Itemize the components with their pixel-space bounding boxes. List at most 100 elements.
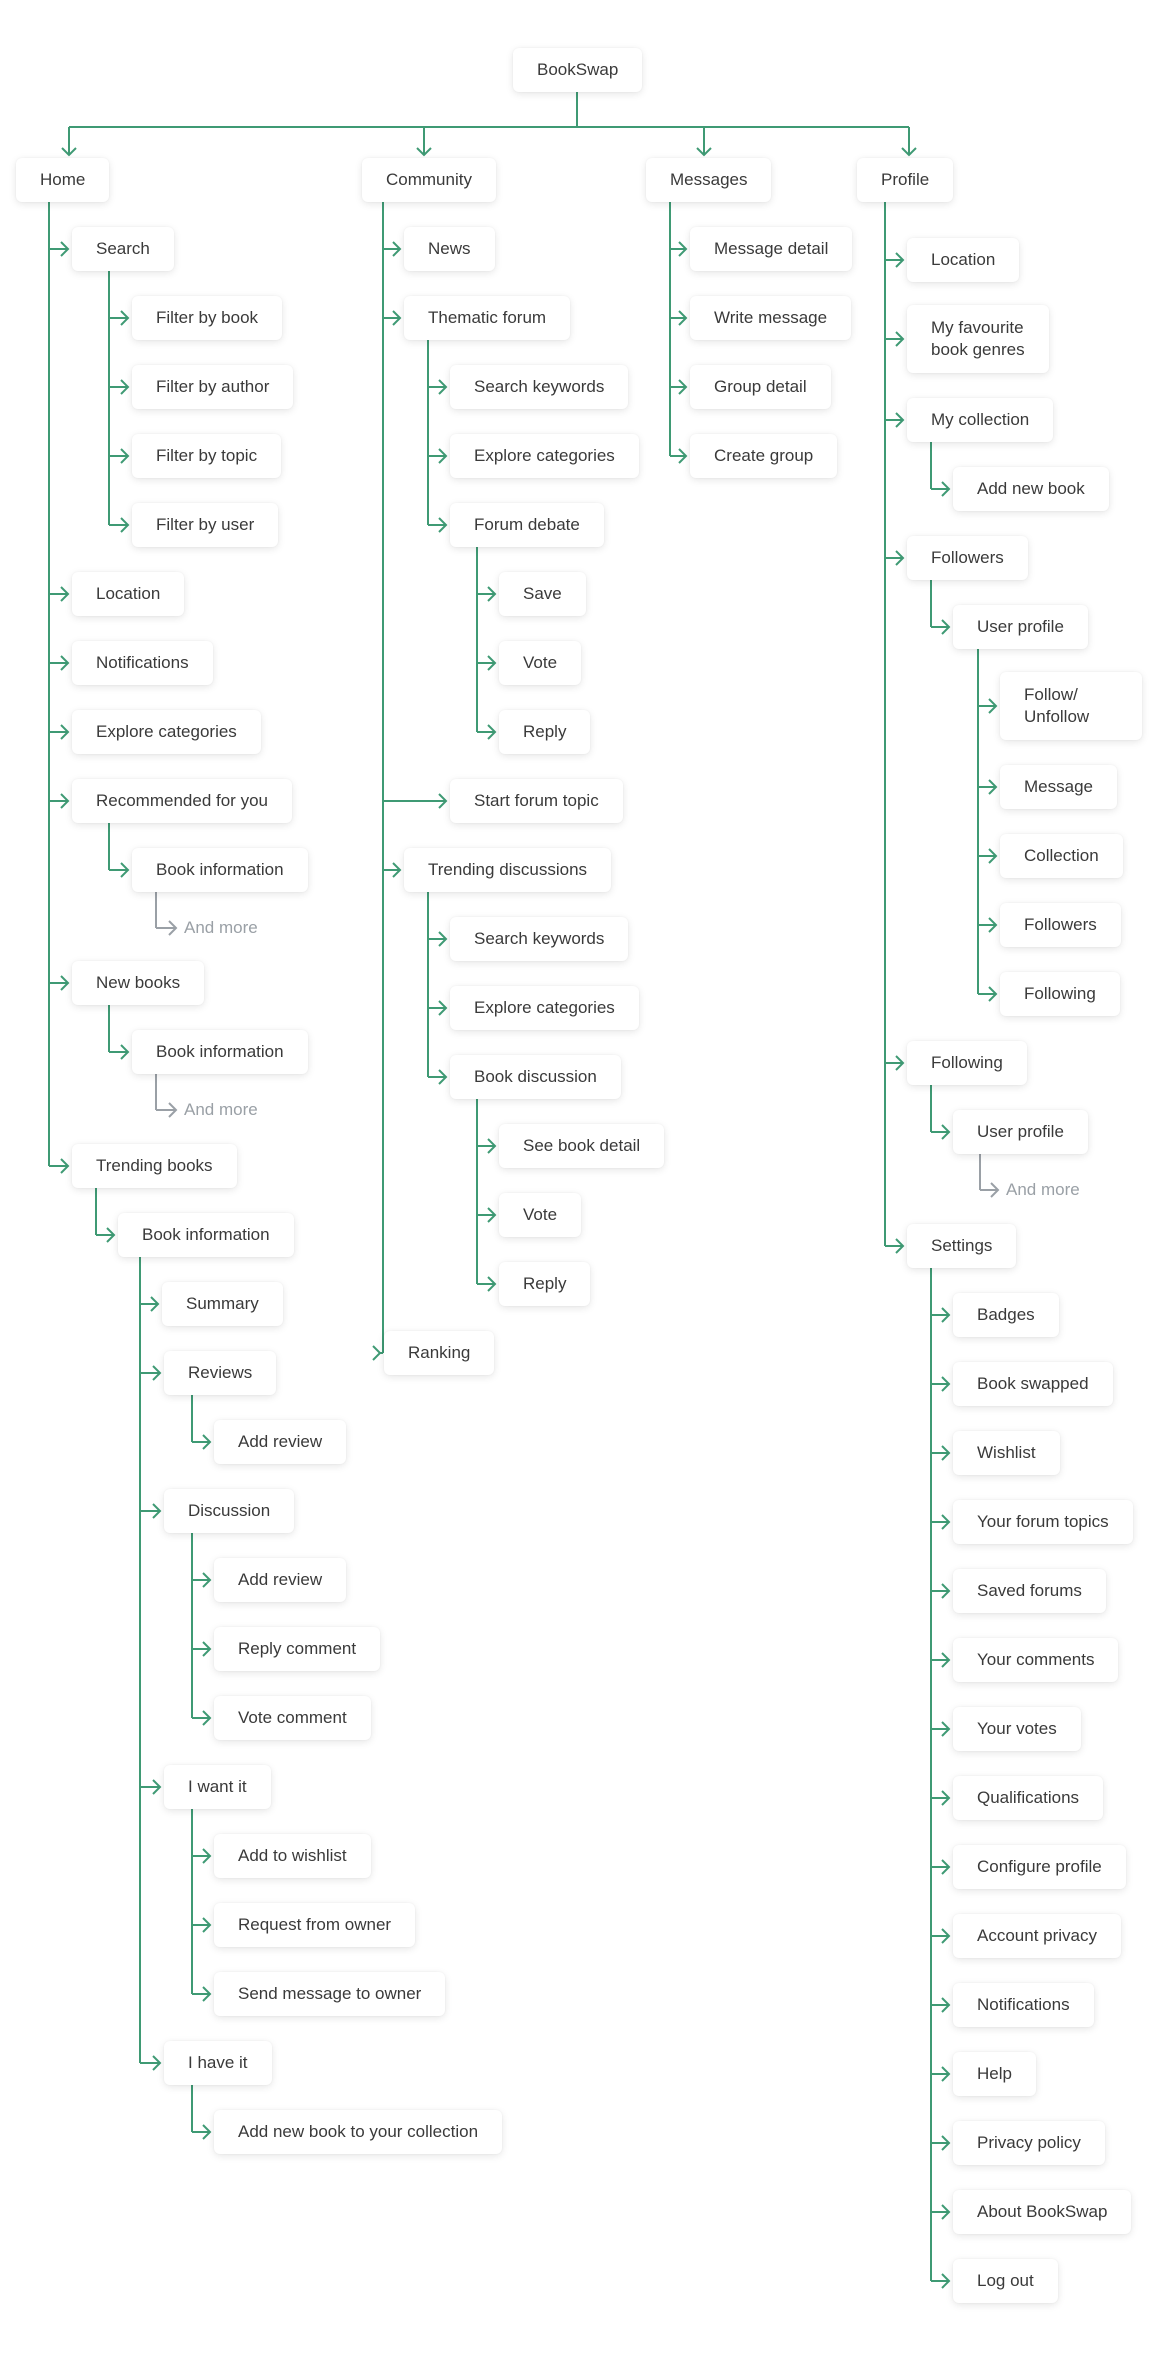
node-discussion-add-review: Add review xyxy=(214,1558,347,1602)
arrowhead-right xyxy=(168,1102,178,1118)
node-send-message-to-owner: Send message to owner xyxy=(214,1972,446,2016)
node-new-books-book-information: Book information xyxy=(132,1030,308,1074)
node-badges: Badges xyxy=(953,1293,1059,1337)
arrowhead-right xyxy=(941,1124,951,1140)
node-thematic-forum: Thematic forum xyxy=(404,296,571,340)
node-log-out: Log out xyxy=(953,2259,1058,2303)
node-see-book-detail: See book detail xyxy=(499,1124,665,1168)
arrowhead-right xyxy=(120,379,130,395)
arrowhead-right xyxy=(895,331,905,347)
node-search: Search xyxy=(72,227,174,271)
node-ranking: Ranking xyxy=(384,1331,495,1375)
arrowhead-right xyxy=(941,1583,951,1599)
node-my-collection: My collection xyxy=(907,398,1054,442)
node-group-detail: Group detail xyxy=(690,365,831,409)
arrowhead-right xyxy=(988,848,998,864)
node-filter-by-topic: Filter by topic xyxy=(132,434,282,478)
arrowhead-right xyxy=(202,2124,212,2140)
arrowhead-right xyxy=(120,310,130,326)
node-reply-comment: Reply comment xyxy=(214,1627,381,1671)
node-book-discussion-reply: Reply xyxy=(499,1262,591,1306)
node-home-notifications: Notifications xyxy=(72,641,213,685)
node-saved-forums: Saved forums xyxy=(953,1569,1106,1613)
arrowhead-right xyxy=(487,655,497,671)
arrowhead-down xyxy=(61,147,77,157)
node-settings: Settings xyxy=(907,1224,1017,1268)
node-debate-vote: Vote xyxy=(499,641,582,685)
node-help: Help xyxy=(953,2052,1036,2096)
node-i-have-it: I have it xyxy=(164,2041,272,2085)
node-followers: Followers xyxy=(907,536,1028,580)
node-add-new-book-to-collection: Add new book to your collection xyxy=(214,2110,503,2154)
arrowhead-right xyxy=(941,1790,951,1806)
arrowhead-right xyxy=(60,586,70,602)
arrowhead-right xyxy=(202,1434,212,1450)
node-community: Community xyxy=(362,158,496,202)
arrowhead-right xyxy=(678,241,688,257)
arrowhead-right xyxy=(941,1928,951,1944)
arrowhead-right xyxy=(60,655,70,671)
arrowhead-right xyxy=(60,724,70,740)
node-forum-debate: Forum debate xyxy=(450,503,604,547)
arrowhead-right xyxy=(60,975,70,991)
node-filter-by-author: Filter by author xyxy=(132,365,294,409)
node-collection: Collection xyxy=(1000,834,1123,878)
arrowhead-down xyxy=(416,147,432,157)
node-privacy-policy: Privacy policy xyxy=(953,2121,1105,2165)
node-debate-save: Save xyxy=(499,572,586,616)
arrowhead-right xyxy=(202,1986,212,2002)
arrowhead-right xyxy=(941,2066,951,2082)
node-book-discussion: Book discussion xyxy=(450,1055,621,1099)
arrowhead-right xyxy=(895,1055,905,1071)
arrowhead-right xyxy=(487,586,497,602)
node-i-want-it: I want it xyxy=(164,1765,271,1809)
arrowhead-right xyxy=(60,241,70,257)
arrowhead-right xyxy=(372,1345,382,1361)
node-recommended-book-information: Book information xyxy=(132,848,308,892)
node-following-user-profile: User profile xyxy=(953,1110,1088,1154)
node-news: News xyxy=(404,227,495,271)
node-profile: Profile xyxy=(857,158,954,202)
arrowhead-right xyxy=(988,917,998,933)
arrowhead-right xyxy=(152,1365,162,1381)
node-reviews: Reviews xyxy=(164,1351,277,1395)
arrowhead-right xyxy=(678,448,688,464)
node-filter-by-user: Filter by user xyxy=(132,503,279,547)
arrowhead-right xyxy=(941,2204,951,2220)
arrowhead-right xyxy=(120,517,130,533)
node-new-books-and-more: And more xyxy=(184,1100,258,1119)
node-start-forum-topic: Start forum topic xyxy=(450,779,623,823)
arrowhead-right xyxy=(438,517,448,533)
node-account-privacy: Account privacy xyxy=(953,1914,1121,1958)
arrowhead-right xyxy=(438,1069,448,1085)
arrowhead-right xyxy=(60,1158,70,1174)
arrowhead-down xyxy=(901,147,917,157)
node-profile-location: Location xyxy=(907,238,1020,282)
node-add-new-book: Add new book xyxy=(953,467,1109,511)
node-recommended-and-more: And more xyxy=(184,918,258,937)
node-bookswap: BookSwap xyxy=(513,48,643,92)
arrowhead-right xyxy=(941,1652,951,1668)
node-create-group: Create group xyxy=(690,434,838,478)
node-following: Following xyxy=(907,1041,1027,1085)
arrowhead-right xyxy=(438,1000,448,1016)
node-following-sub: Following xyxy=(1000,972,1120,1016)
arrowhead-right xyxy=(392,241,402,257)
node-about-bookswap: About BookSwap xyxy=(953,2190,1132,2234)
arrowhead-right xyxy=(895,252,905,268)
arrowhead-right xyxy=(941,1997,951,2013)
arrowhead-right xyxy=(895,412,905,428)
arrowhead-right xyxy=(941,619,951,635)
node-home-location: Location xyxy=(72,572,185,616)
arrowhead-right xyxy=(120,448,130,464)
node-home: Home xyxy=(16,158,110,202)
node-configure-profile: Configure profile xyxy=(953,1845,1126,1889)
node-wishlist: Wishlist xyxy=(953,1431,1060,1475)
node-recommended-for-you: Recommended for you xyxy=(72,779,292,823)
node-trending-book-information: Book information xyxy=(118,1213,294,1257)
arrowhead-right xyxy=(988,698,998,714)
arrowhead-right xyxy=(941,1307,951,1323)
node-followers-sub: Followers xyxy=(1000,903,1121,947)
arrowhead-right xyxy=(941,1514,951,1530)
node-summary: Summary xyxy=(162,1282,283,1326)
